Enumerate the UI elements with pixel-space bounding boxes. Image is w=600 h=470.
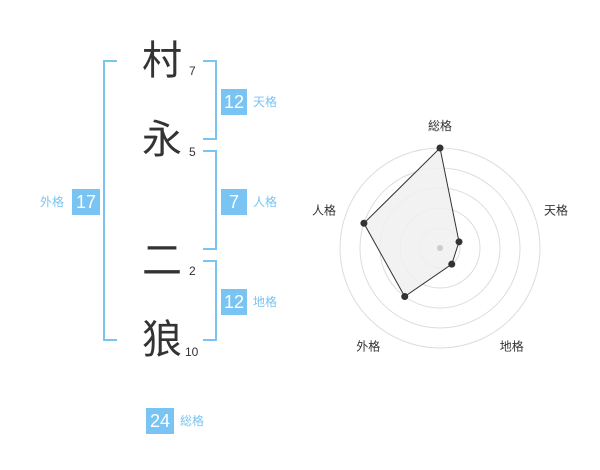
jinkaku-value: 7 — [221, 189, 247, 215]
chikaku-label: 地格 — [253, 295, 278, 309]
gaikaku-label: 外格 — [40, 195, 65, 209]
radar-axis-label-3: 地格 — [500, 339, 524, 354]
name-char-2: 永 — [142, 117, 182, 163]
tenkaku-label: 天格 — [253, 95, 278, 109]
gaikaku-value: 17 — [72, 189, 100, 215]
radar-point-3 — [448, 260, 456, 268]
stroke-count-4: 10 — [185, 345, 199, 359]
soukaku-label: 総格 — [180, 414, 205, 428]
radar-point-1 — [436, 144, 444, 152]
jinkaku-bracket — [203, 150, 217, 250]
radar-center-dot — [437, 245, 443, 251]
radar-point-4 — [401, 293, 409, 301]
tenkaku-bracket — [203, 60, 217, 140]
radar-axis-label-2: 天格 — [544, 202, 568, 217]
name-char-1: 村 — [142, 38, 182, 84]
radar-point-2 — [455, 238, 463, 246]
radar-axis-label-5: 人格 — [312, 202, 336, 217]
name-char-3: 二 — [142, 238, 182, 284]
jinkaku-label: 人格 — [253, 195, 278, 209]
radar-axis-label-1: 総格 — [428, 118, 452, 133]
chikaku-bracket — [203, 260, 217, 341]
stroke-count-3: 2 — [189, 264, 196, 278]
stroke-count-2: 5 — [189, 145, 196, 159]
chikaku-value: 12 — [221, 289, 247, 315]
tenkaku-value: 12 — [221, 89, 247, 115]
radar-data-polygon — [363, 146, 460, 298]
radar-point-5 — [360, 219, 368, 227]
soukaku-value: 24 — [146, 408, 174, 434]
gaikaku-bracket — [103, 60, 117, 341]
name-char-4: 狼 — [142, 317, 182, 363]
radar-axis-label-4: 外格 — [356, 339, 380, 354]
stroke-count-1: 7 — [189, 64, 196, 78]
